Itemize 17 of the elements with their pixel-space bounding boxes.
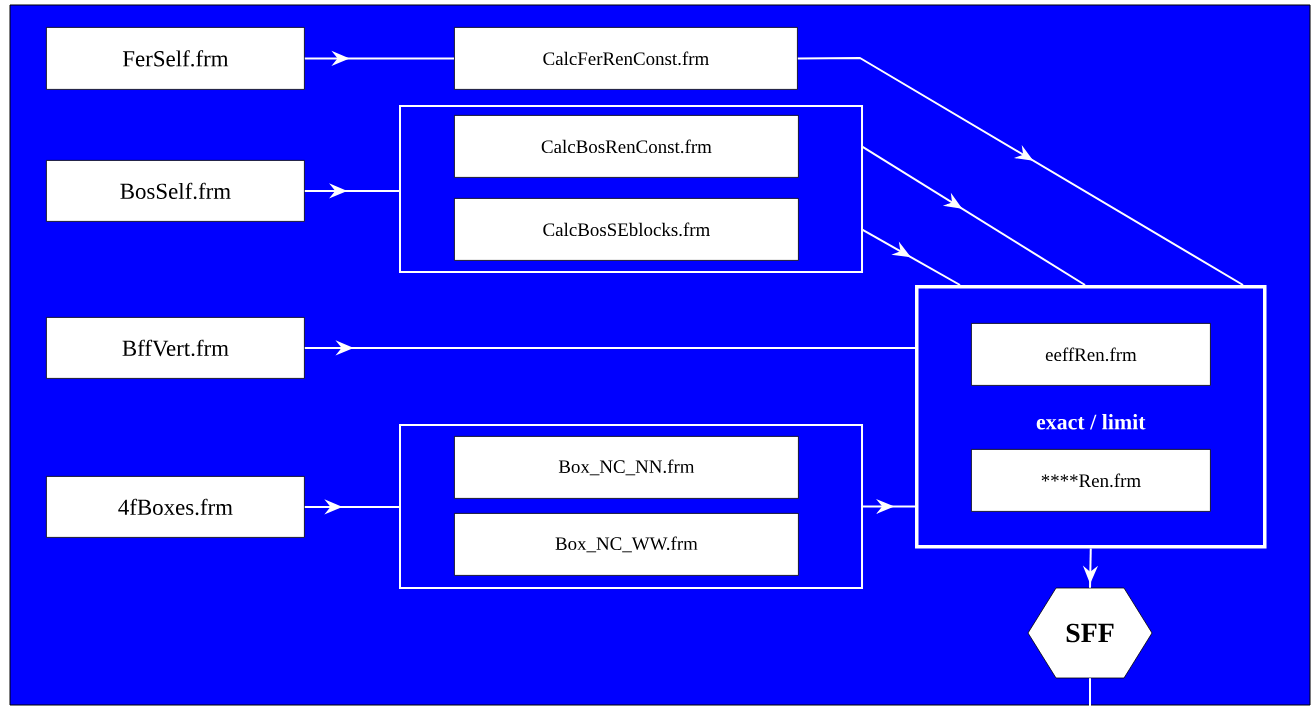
arrow	[860, 228, 961, 286]
file-box: BosSelf.frm	[46, 160, 305, 222]
file-box: CalcBosRenConst.frm	[454, 115, 799, 178]
file-box: eeffRen.frm	[971, 323, 1211, 386]
file-box: Box_NC_NN.frm	[454, 436, 799, 499]
group-box	[399, 424, 863, 589]
group-box	[399, 105, 863, 273]
arrow	[860, 145, 1086, 286]
arrow	[796, 57, 1244, 286]
file-box: BffVert.frm	[46, 317, 305, 379]
file-box: FerSelf.frm	[46, 27, 305, 90]
file-box: 4fBoxes.frm	[46, 476, 305, 538]
hexagon-node: SFF	[1027, 587, 1153, 679]
file-box: Box_NC_WW.frm	[454, 513, 799, 576]
file-box: CalcBosSEblocks.frm	[454, 198, 799, 261]
file-box: ****Ren.frm	[971, 449, 1211, 512]
file-box: CalcFerRenConst.frm	[454, 27, 798, 90]
